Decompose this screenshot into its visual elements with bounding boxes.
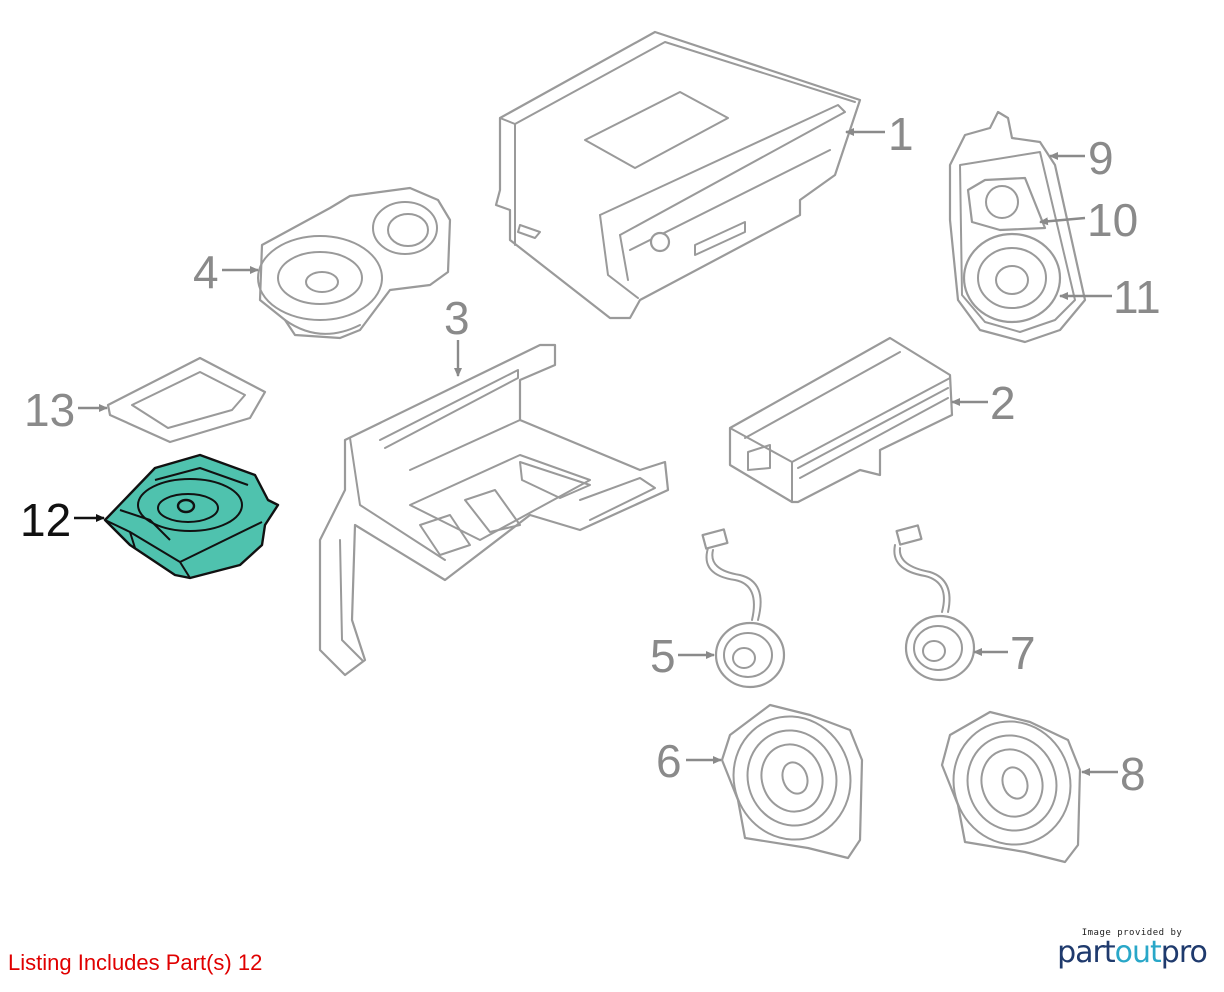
part-10-tweeter — [966, 176, 1047, 232]
brand-pro: pro — [1160, 935, 1208, 970]
watermark-brand-logo: partoutpro — [1052, 938, 1212, 968]
leader-10 — [1039, 216, 1086, 226]
part-2-amplifier — [728, 336, 954, 504]
callout-13: 13 — [24, 384, 75, 436]
part-13-gasket — [106, 356, 267, 444]
part-7-tweeter — [893, 524, 976, 682]
part-6-speaker — [720, 703, 864, 860]
callout-3: 3 — [444, 292, 470, 344]
callout-8: 8 — [1120, 748, 1146, 800]
callout-7: 7 — [1010, 627, 1036, 679]
watermark-credit: Image provided by — [1081, 928, 1183, 938]
listing-note: Listing Includes Part(s) 12 — [8, 950, 263, 975]
callout-10: 10 — [1087, 194, 1138, 246]
callout-11: 11 — [1113, 271, 1161, 323]
callout-5: 5 — [650, 630, 676, 682]
callout-2: 2 — [990, 377, 1016, 429]
callout-6: 6 — [656, 735, 682, 787]
part-8-speaker — [940, 710, 1082, 864]
brand-part: part — [1057, 935, 1116, 970]
part-3-bracket — [318, 343, 670, 677]
part-12-subwoofer-highlighted — [103, 453, 280, 580]
callout-4: 4 — [193, 246, 219, 298]
callout-leaders — [74, 128, 1118, 776]
callout-12: 12 — [20, 494, 71, 546]
part-4-speaker-housing — [257, 186, 452, 340]
callout-numbers: 1 2 3 4 5 6 7 8 9 10 11 12 13 — [20, 108, 1161, 800]
callout-1: 1 — [888, 108, 914, 160]
partoutpro-watermark: Image provided by partoutpro — [1052, 928, 1212, 968]
part-11-midrange-speaker — [962, 232, 1062, 324]
part-5-tweeter — [701, 528, 786, 689]
brand-out: out — [1114, 935, 1162, 970]
callout-9: 9 — [1088, 132, 1114, 184]
part-1-head-unit — [494, 30, 862, 320]
